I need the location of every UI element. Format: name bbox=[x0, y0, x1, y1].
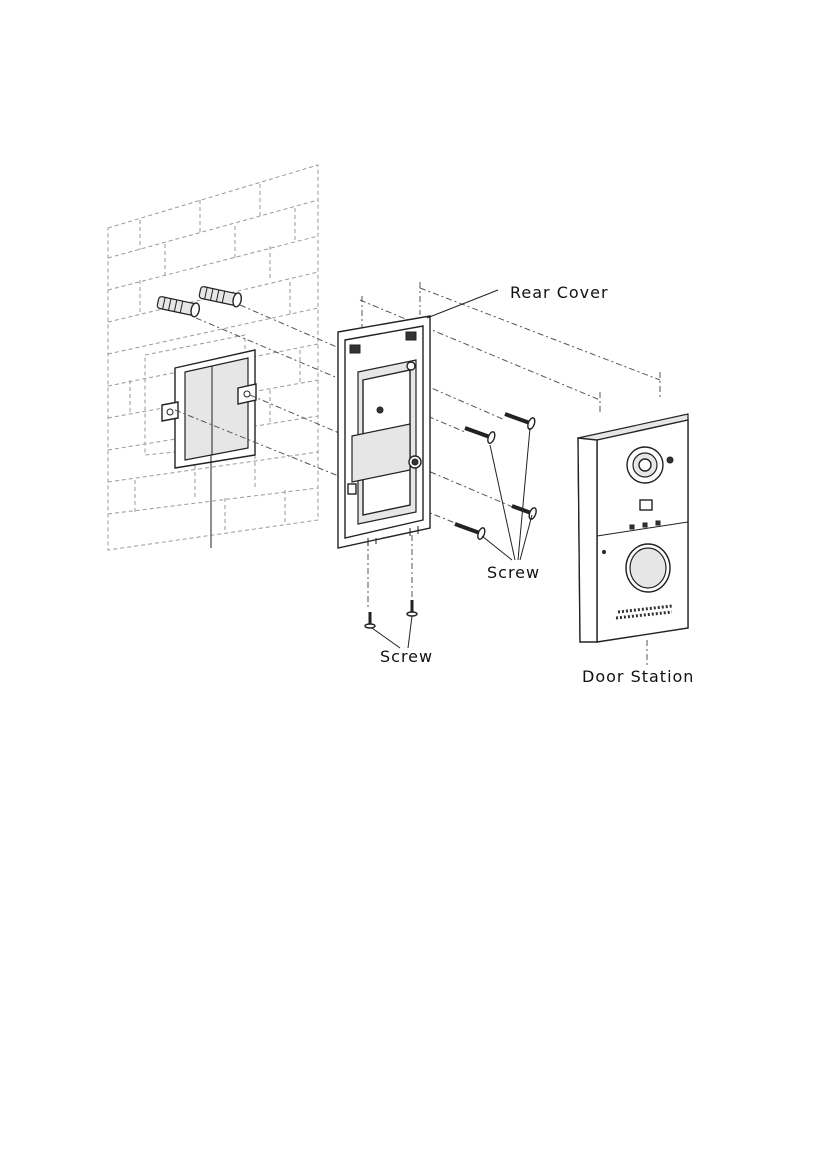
screw-icon bbox=[453, 408, 538, 560]
screw-label-right: Screw bbox=[487, 563, 540, 582]
screw-label-bottom: Screw bbox=[380, 647, 433, 666]
small-screw-icon bbox=[365, 600, 417, 648]
rear-cover-plate-icon bbox=[338, 290, 498, 548]
door-station-label: Door Station bbox=[582, 667, 694, 686]
wall-anchor-icon bbox=[157, 285, 243, 317]
door-station-device-icon bbox=[578, 414, 688, 642]
junction-box-icon bbox=[145, 335, 256, 548]
rear-cover-label: Rear Cover bbox=[510, 283, 609, 302]
brick-wall-icon bbox=[108, 165, 318, 550]
